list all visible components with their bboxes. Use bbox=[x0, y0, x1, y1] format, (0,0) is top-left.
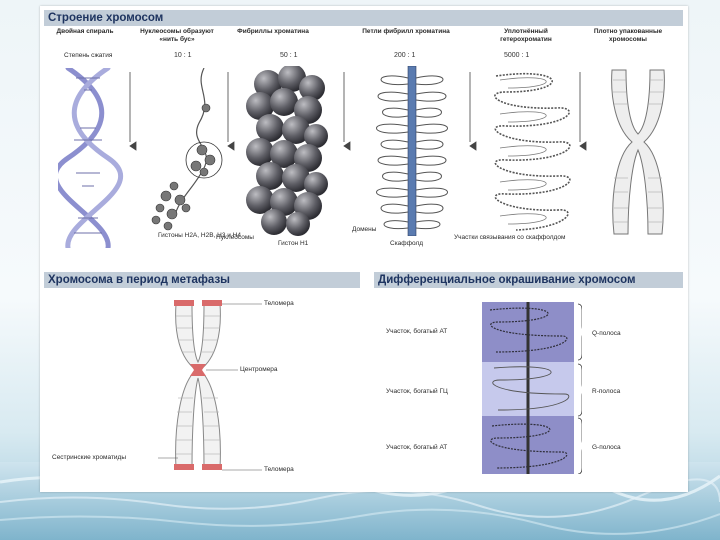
ratio-4: 200 : 1 bbox=[394, 52, 416, 59]
staining-title: Дифференциальное окрашивание хромосом bbox=[378, 274, 636, 286]
structure-title: Строение хромосом bbox=[48, 12, 164, 24]
stage-title-6: Плотно упакованные хромосомы bbox=[593, 28, 663, 43]
r-band-label: R-полоса bbox=[592, 388, 621, 395]
metaphase-header: Хромосома в период метафазы bbox=[44, 272, 360, 288]
ratio-2: 10 : 1 bbox=[174, 52, 192, 59]
region-at-top-label: Участок, богатый АТ bbox=[386, 328, 448, 335]
scaffold-label: Скаффолд bbox=[390, 240, 424, 247]
staining-header: Дифференциальное окрашивание хромосом bbox=[374, 272, 683, 288]
metaphase-chromosome bbox=[174, 300, 222, 470]
centromere-label: Центромера bbox=[240, 366, 278, 373]
region-gc-label: Участок, богатый ГЦ bbox=[386, 388, 448, 395]
ratio-3: 50 : 1 bbox=[280, 52, 298, 59]
stained-chromosome bbox=[482, 302, 582, 474]
nucleosome-beads bbox=[151, 68, 223, 231]
stage-title-2: Нуклеосомы образуют «нить бус» bbox=[140, 28, 214, 43]
stage-title-1: Двойная спираль bbox=[56, 28, 114, 35]
stage-separators bbox=[129, 72, 587, 151]
telomere-bottom-left bbox=[174, 464, 194, 470]
structure-header: Строение хромосом bbox=[44, 10, 683, 26]
telomere-top-label: Теломера bbox=[264, 300, 294, 307]
metaphase-title: Хромосома в период метафазы bbox=[48, 274, 230, 286]
ratio-5: 5000 : 1 bbox=[504, 52, 530, 59]
stage-title-3: Фибриллы хроматина bbox=[237, 28, 309, 35]
q-band-label: Q-полоса bbox=[592, 330, 621, 337]
centromere-mark bbox=[190, 364, 206, 376]
histone-h1-label: Гистон H1 bbox=[278, 240, 309, 247]
telomere-bottom-label: Теломера bbox=[264, 466, 294, 473]
telomere-bottom-right bbox=[202, 464, 222, 470]
compaction-label: Степень сжатия bbox=[64, 52, 113, 59]
chromatin-loops bbox=[376, 66, 448, 236]
attachment-label: Участки связывания со скаффолдом bbox=[454, 234, 566, 241]
stage-title-5: Уплотнённый гетерохроматин bbox=[500, 28, 552, 43]
figure-card: Строение хромосом Двойная спираль Нуклео… bbox=[40, 6, 688, 492]
metaphase-leaders bbox=[158, 303, 262, 471]
domains-label: Домены bbox=[352, 226, 377, 233]
region-at-bottom-label: Участок, богатый АТ bbox=[386, 444, 448, 451]
sister-chromatids-label: Сестринские хроматиды bbox=[52, 454, 127, 461]
telomere-top-right bbox=[202, 300, 222, 306]
histones-core-label: Гистоны H2A, H2B, H3 и H4 bbox=[158, 232, 241, 239]
packed-chromosome bbox=[611, 69, 665, 235]
heterochromatin-coil bbox=[494, 72, 571, 231]
chromatin-fibril bbox=[246, 66, 328, 236]
nucleosomes-label: Нуклеосомы bbox=[216, 234, 254, 241]
stage-title-4: Петли фибрилл хроматина bbox=[362, 28, 450, 35]
dna-double-helix bbox=[58, 68, 124, 248]
g-band-label: G-полоса bbox=[592, 444, 621, 451]
telomere-top-left bbox=[174, 300, 194, 306]
